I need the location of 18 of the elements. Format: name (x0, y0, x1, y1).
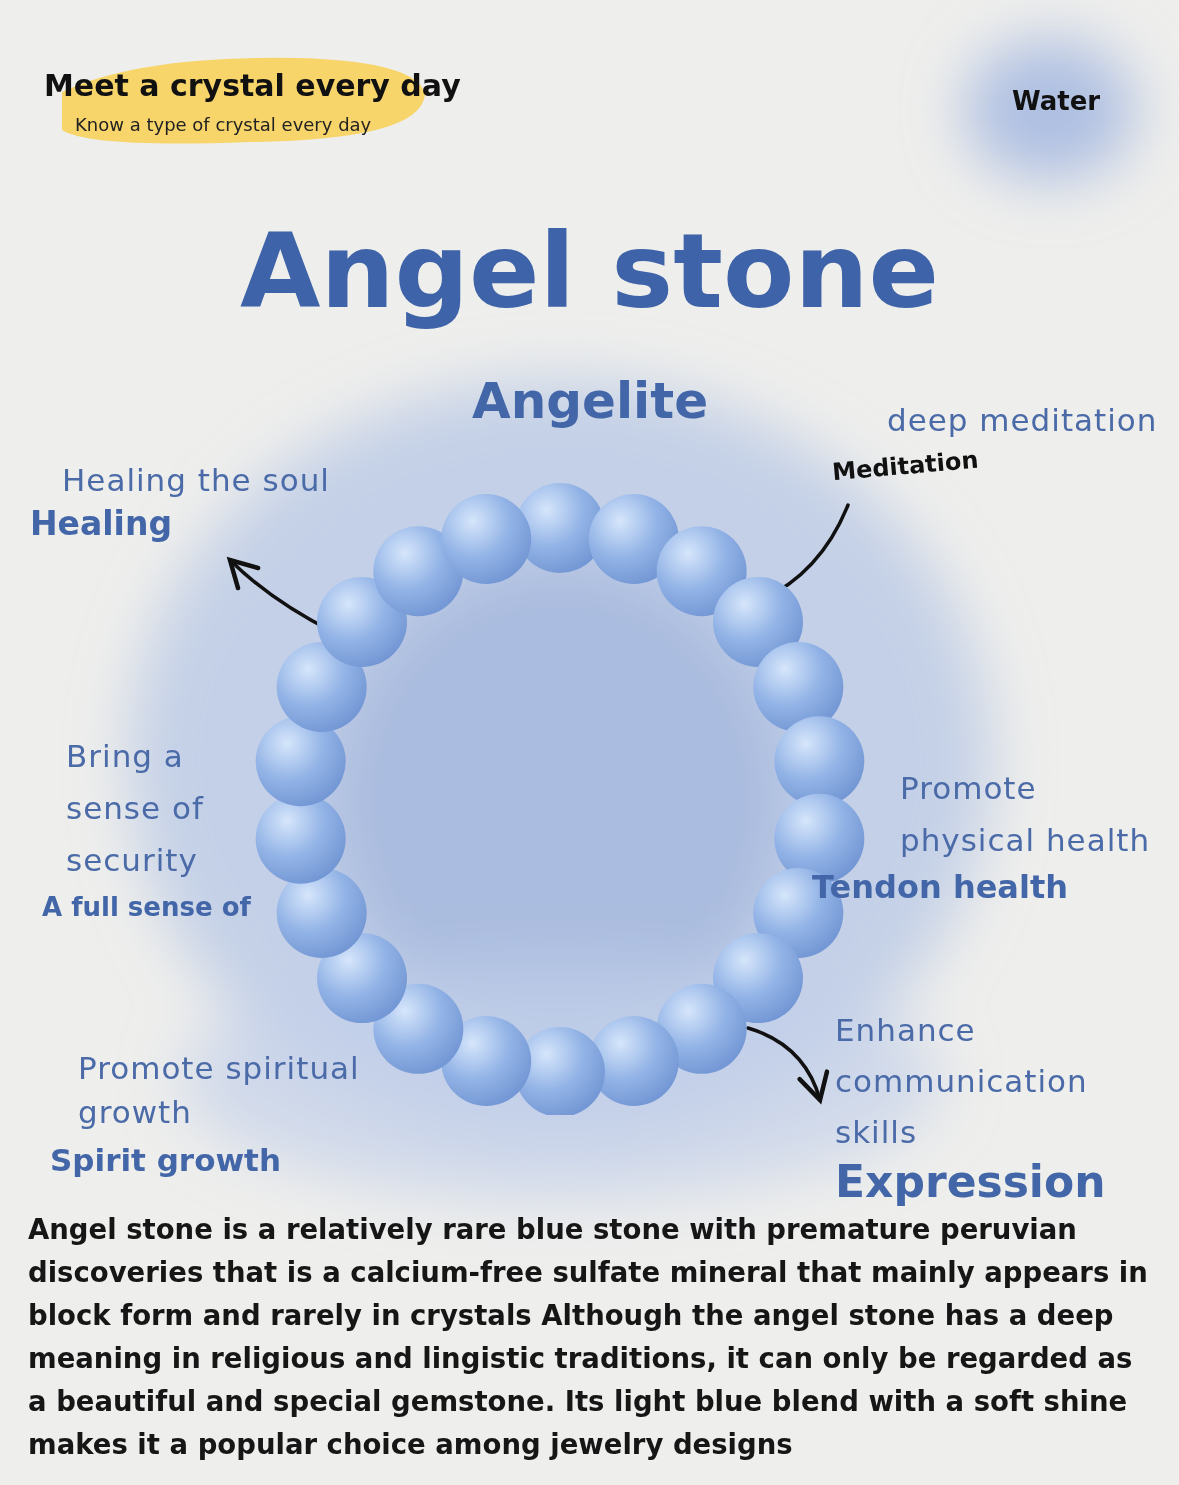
benefit-heading: Spirit growth (50, 1142, 282, 1178)
benefit-heading: A full sense of (42, 892, 252, 922)
subtitle: Angelite (470, 372, 710, 430)
benefit-heading: Healing (30, 504, 172, 543)
benefit-heading: Expression (835, 1156, 1106, 1207)
element-label: Water (1012, 86, 1102, 116)
arrow (746, 1026, 829, 1103)
benefit-text: Bring a sense of security (66, 737, 205, 880)
subheading: Know a type of crystal every day (75, 114, 373, 135)
benefit-text: Healing the soul (62, 462, 330, 498)
benefit-text: deep meditation (887, 402, 1158, 438)
title: Angel stone (239, 210, 940, 332)
benefit-text: Promote spiritual growth (78, 1049, 361, 1132)
description-paragraph: Angel stone is a relatively rare blue stone with premature peruvian discoveries that is a calcium-free sulfate mineral that mainly appears in block form and rarely in crystals Although the angel stone has a deep meaning in religious and lingistic traditions, it can only be regarded as a beautiful and special gemstone. Its light blue blend with a soft shine makes it a popular choice among jewelry designs (28, 1212, 1149, 1462)
benefit-text: Enhance communication skills (835, 1011, 1089, 1152)
benefit-text: Promote physical health (900, 769, 1152, 860)
benefit-heading: Meditation (831, 445, 980, 487)
benefit-heading: Tendon health (812, 868, 1069, 906)
